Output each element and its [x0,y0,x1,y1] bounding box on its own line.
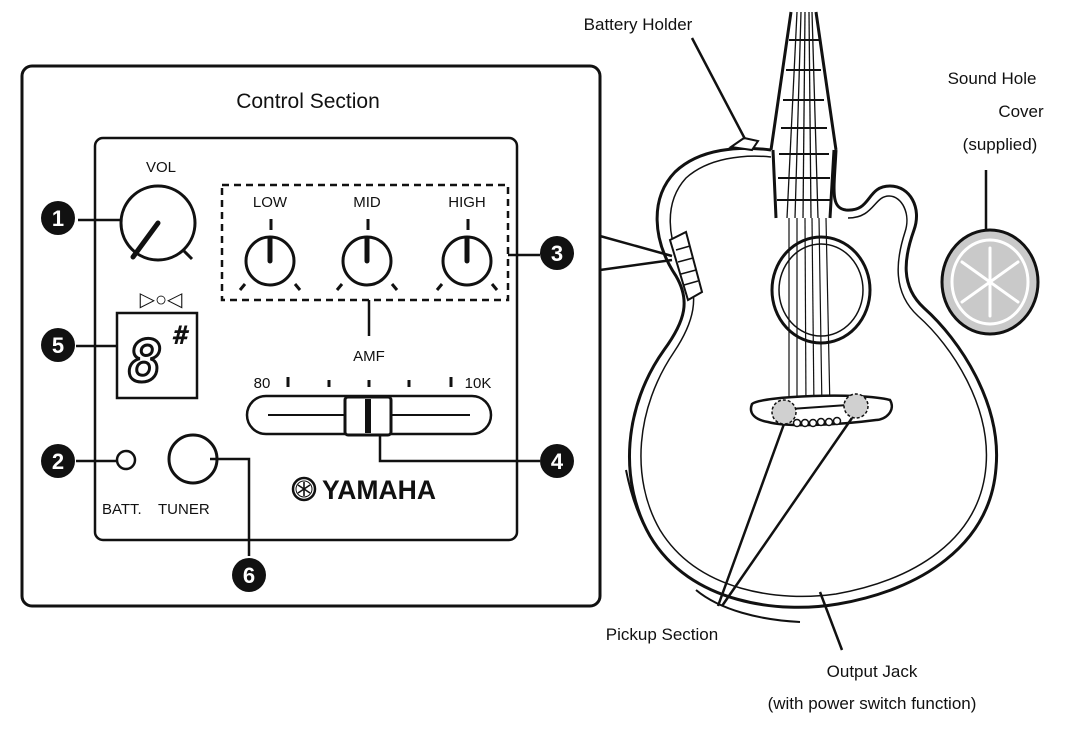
callout-1: 1 [41,201,122,235]
pickup-section-label: Pickup Section [606,625,718,644]
callout-3-number: 3 [551,241,563,266]
acoustic-guitar-icon [625,11,999,623]
control-section-panel: Control Section VOL LOW MID HIGH [20,64,602,608]
callout-4-number: 4 [551,449,564,474]
sound-hole-cover-label-line3: (supplied) [963,135,1038,154]
output-jack-label-line2: (with power switch function) [768,694,977,713]
low-knob-icon[interactable] [238,219,302,291]
callout-6: 6 [210,457,266,592]
mid-knob-icon[interactable] [335,219,399,291]
callout-3: 3 [508,236,574,270]
battery-holder-leader [690,37,747,140]
sound-hole-cover-label-line1: Sound Hole [948,69,1037,88]
callout-1-number: 1 [52,206,64,231]
high-knob-icon[interactable] [435,219,499,291]
amf-max-label: 10K [465,375,492,392]
mid-label: MID [353,194,381,211]
callout-6-number: 6 [243,563,255,588]
tuner-button-icon[interactable] [167,433,219,485]
amf-min-label: 80 [254,375,271,392]
note-display: 8 [128,327,163,395]
sound-hole-cover-label-line2: Cover [998,102,1044,121]
battery-holder-label: Battery Holder [584,15,693,34]
tuner-indicator: ▷○◁ [140,289,183,311]
sound-hole-cover-icon [940,170,1040,336]
callout-5: 5 [41,328,117,362]
control-section-title: Control Section [236,90,380,113]
high-label: HIGH [448,194,486,211]
callout-5-number: 5 [52,333,64,358]
callout-2-number: 2 [52,449,64,474]
volume-knob-icon[interactable] [119,184,197,262]
tuner-label: TUNER [158,501,210,518]
amf-slider-icon[interactable] [245,394,493,437]
output-jack-leader [818,591,844,651]
output-jack-label-line1: Output Jack [827,662,918,681]
amf-label: AMF [353,348,385,365]
vol-label: VOL [146,159,176,176]
amf-scale-ticks [286,377,453,387]
pickup-section-leaders [716,417,854,607]
pickup-highlight [771,393,869,425]
batt-label: BATT. [102,501,142,518]
yamaha-tuning-fork-logo-icon [291,476,317,502]
sharp-display: # [172,321,190,351]
note-display-box [115,311,199,400]
callout-4: 4 [378,435,574,478]
eq-group-box [220,183,510,302]
low-label: LOW [253,194,288,211]
brand-wordmark: YAMAHA [322,475,436,505]
callout-2: 2 [41,444,116,478]
battery-led-icon [115,449,137,471]
panel-zoom-connector [599,234,673,272]
